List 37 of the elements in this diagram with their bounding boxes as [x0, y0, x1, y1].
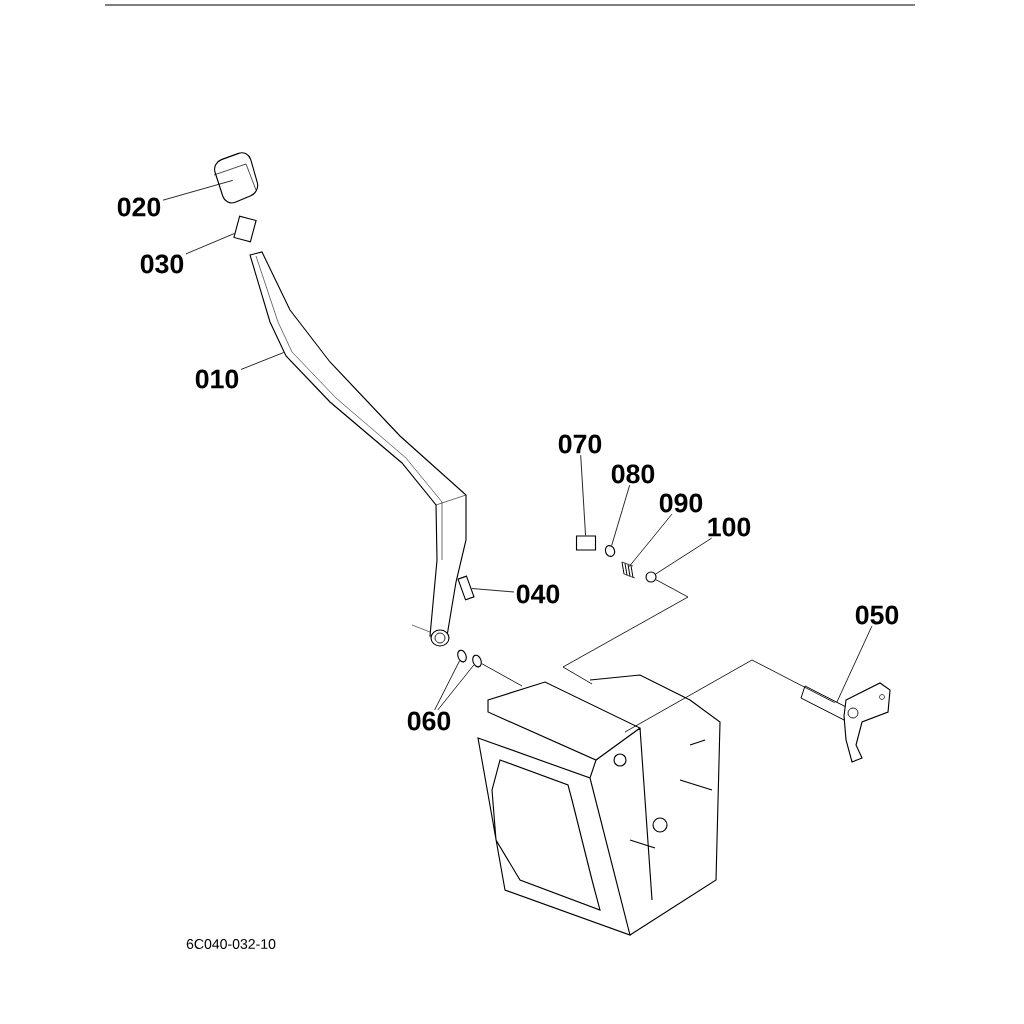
assembly-line [562, 579, 689, 685]
knob-drawing [213, 152, 259, 204]
housing-drawing [477, 674, 721, 936]
callout-number: 060 [407, 711, 451, 731]
leader-line [185, 233, 235, 255]
callout-number: 030 [140, 254, 184, 274]
spring-drawing [621, 561, 636, 579]
part-drawing [575, 535, 597, 551]
callout-number: 050 [855, 605, 899, 625]
leader-line [434, 660, 461, 711]
leader-line [162, 179, 234, 201]
washer-drawing [457, 649, 467, 663]
leader-line [655, 537, 713, 575]
assembly-line [481, 663, 523, 687]
callout-number: 010 [195, 369, 239, 389]
callout-number: 040 [516, 584, 560, 604]
callout-number: 020 [117, 197, 161, 217]
leader-line [471, 588, 515, 593]
callout-number: 080 [611, 464, 655, 484]
lever-drawing [249, 251, 467, 647]
grip-drawing [233, 215, 257, 243]
pin-drawing [457, 575, 475, 601]
washer-drawing [472, 654, 482, 668]
leader-line [580, 454, 586, 536]
callout-number: 070 [558, 434, 602, 454]
leader-line [240, 352, 285, 370]
shaft-arm-drawing [800, 682, 891, 763]
leader-line [437, 664, 475, 711]
washer-drawing [604, 545, 616, 557]
ball-drawing [645, 571, 657, 583]
callout-number: 090 [659, 493, 703, 513]
leader-line [836, 625, 873, 704]
callout-number: 100 [708, 517, 751, 537]
leader-line [611, 484, 631, 546]
drawing-number: 6C040-032-10 [186, 939, 276, 949]
assembly-line [624, 659, 836, 733]
leader-line [628, 513, 673, 568]
